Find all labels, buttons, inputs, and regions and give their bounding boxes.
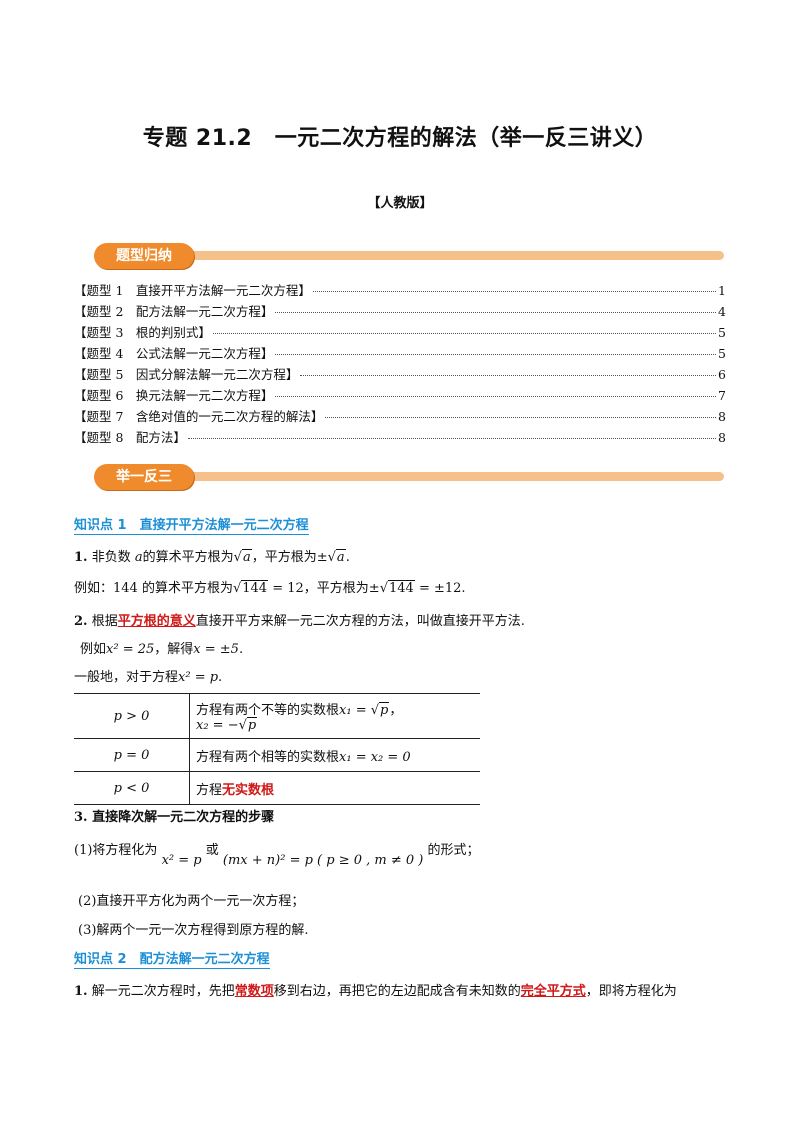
table-row: p > 0 方程有两个不等的实数根x₁ = √p， x₂ = −√p [74,693,480,739]
knowledge-point-1-heading: 知识点 1 直接开平方法解一元二次方程 [74,518,309,535]
kp1-example-1: 例如：144 的算术平方根为√144 = 12，平方根为±√144 = ±12. [74,580,466,596]
kp1-step-3: (3)解两个一元一次方程得到原方程的解. [78,923,309,938]
kp1-step-2: (2)直接开平方化为两个一元一次方程； [78,894,305,909]
table-row: p = 0 方程有两个相等的实数根x₁ = x₂ = 0 [74,738,480,772]
page-title: 专题 21.2 一元二次方程的解法（举一反三讲义） [142,126,658,151]
summary-banner: 题型归纳 [74,243,724,269]
toc-item[interactable]: 【题型 3 根的判别式】5 [74,325,726,340]
sqrt-radical: √ [233,550,242,565]
knowledge-point-2-heading: 知识点 2 配方法解一元二次方程 [74,952,270,969]
toc-item[interactable]: 【题型 4 公式法解一元二次方程】5 [74,346,726,361]
kp1-paragraph-2: 2. 根据平方根的意义直接开平方来解一元二次方程的方法，叫做直接开平方法. [74,614,525,629]
toc-item[interactable]: 【题型 8 配方法】8 [74,430,726,445]
kp1-paragraph-3: 3. 直接降次解一元二次方程的步骤 [74,810,275,825]
toc-item[interactable]: 【题型 1 直接开平方法解一元二次方程】1 [74,283,726,298]
toc-item[interactable]: 【题型 7 含绝对值的一元二次方程的解法】8 [74,409,726,424]
kp1-step-1: (1)将方程化为 x² = p 或 (mx + n)² = p ( p ≥ 0 … [74,843,480,868]
examples-banner: 举一反三 [74,464,724,490]
edition-label: 【人教版】 [367,196,433,211]
toc-item[interactable]: 【题型 5 因式分解法解一元二次方程】6 [74,367,726,382]
banner-bar [144,251,724,260]
sqrt-radical: √ [327,550,336,565]
toc-item[interactable]: 【题型 2 配方法解一元二次方程】4 [74,304,726,319]
banner-bar [144,472,724,481]
kp1-paragraph-1: 1. 非负数 a的算术平方根为√a，平方根为±√a. [74,549,350,565]
solution-cases-table: p > 0 方程有两个不等的实数根x₁ = √p， x₂ = −√p p = 0… [74,693,480,805]
kp1-example-2: 例如x² = 25，解得x = ±5. [80,642,244,657]
examples-banner-label: 举一反三 [94,464,194,490]
kp2-paragraph-1: 1. 解一元二次方程时，先把常数项移到右边，再把它的左边配成含有未知数的完全平方… [74,984,677,999]
toc-item[interactable]: 【题型 6 换元法解一元二次方程】7 [74,388,726,403]
table-of-contents: 【题型 1 直接开平方法解一元二次方程】1 【题型 2 配方法解一元二次方程】4… [74,280,726,448]
summary-banner-label: 题型归纳 [94,243,194,269]
kp1-general: 一般地，对于方程x² = p. [74,670,223,685]
table-row: p < 0 方程无实数根 [74,771,480,805]
